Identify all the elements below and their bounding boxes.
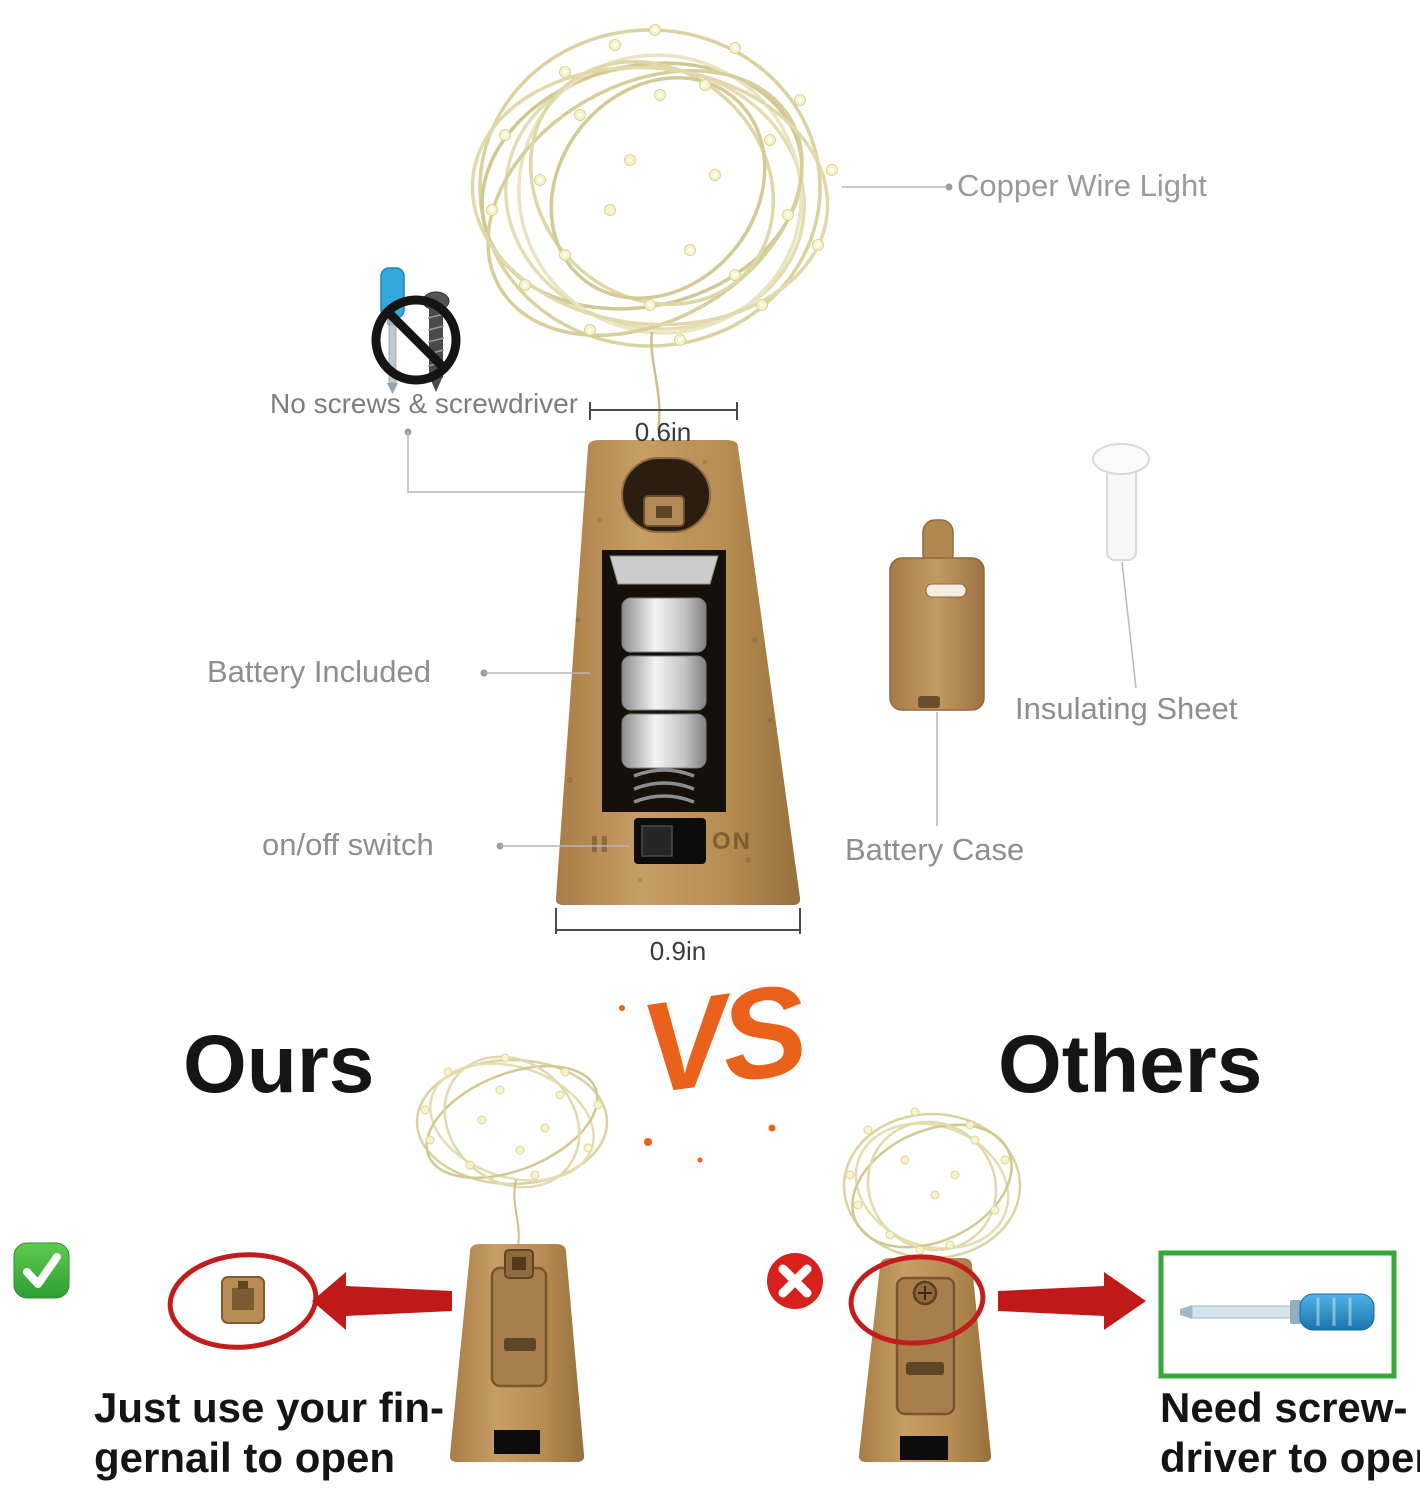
on-off-switch [592,818,706,864]
battery-case [889,519,985,711]
others-caption: Need screw- driver to open [1160,1383,1420,1482]
battery-included-label: Battery Included [207,654,432,689]
screwdriver-box [1158,1250,1397,1379]
leader-on-off-switch [496,842,630,850]
others-coil [842,1107,1022,1260]
dimension-line-bottom [555,908,801,934]
ours-highlight-ellipse [167,1252,319,1350]
switch-on-embossed-label: ON [712,828,752,855]
ours-title: Ours [183,1019,375,1110]
others-screw [912,1280,938,1306]
no-symbol-icon [371,295,461,385]
vs-label: VS [632,957,810,1122]
ours-caption-line2: gernail to open [94,1433,396,1481]
others-cork [858,1258,992,1462]
battery-case-label: Battery Case [845,832,1025,867]
leader-no-screws [404,428,616,496]
vs-splatter [619,990,787,1163]
no-screws-label: No screws & screwdriver [270,388,579,419]
spring [633,768,695,804]
cross-icon [767,1253,823,1309]
latch-zoom [221,1276,265,1324]
on-off-switch-label: on/off switch [262,827,434,862]
leader-copper-wire [842,183,953,191]
cork-top-dimension: 0.6in [634,417,692,447]
led-dots [486,24,838,346]
ours-arrow [312,1272,452,1330]
ours-cork [449,1244,585,1462]
insulating-sheet [1092,443,1150,561]
others-arrow [998,1272,1146,1330]
insulating-sheet-label: Insulating Sheet [1015,691,1238,726]
leader-battery-included [480,669,590,677]
others-highlight-ellipse [848,1254,986,1346]
boxed-screwdriver-icon [1180,1293,1375,1331]
ours-caption: Just use your fin- gernail to open [94,1383,444,1482]
button-cell-batteries [621,597,707,769]
leader-insulating-sheet [1121,561,1137,689]
ours-coil [415,1053,609,1247]
cork-cross-section [555,440,801,905]
copper-wire-light-label: Copper Wire Light [957,168,1207,203]
others-caption-line1: Need screw- [1160,1384,1408,1431]
cork-bottom-dimension: 0.9in [649,936,707,966]
cork-top-opening [621,457,711,533]
ours-fingernail-latch [504,1249,534,1279]
copper-wire-coil [470,28,830,431]
check-icon [13,1242,70,1299]
ours-caption-line1: Just use your fin- [94,1384,445,1431]
battery-cavity [602,550,726,812]
others-title: Others [998,1019,1263,1110]
dimension-line-top [589,402,738,420]
others-caption-line2: driver to open [1160,1433,1420,1481]
